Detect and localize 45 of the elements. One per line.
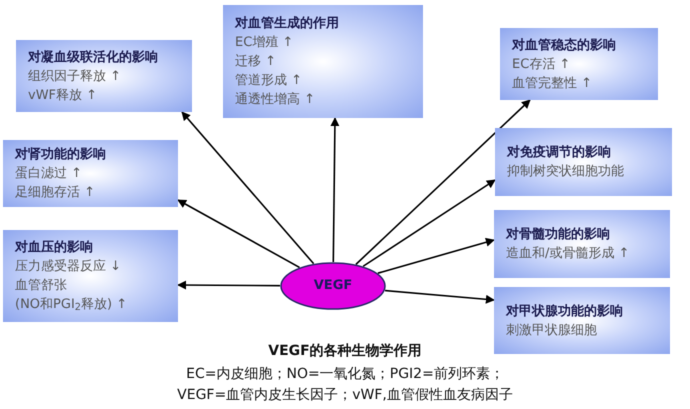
effect-line: EC增殖 ↑ (235, 34, 294, 52)
effect-line: 造血和/或骨髓形成 ↑ (506, 245, 630, 263)
box-heading: 对免疫调节的影响 (507, 144, 612, 162)
effect-line: 足细胞存活 ↑ (15, 184, 96, 202)
effect-box (16, 40, 192, 112)
effect-line: EC存活 ↑ (512, 56, 572, 74)
arrow (330, 117, 340, 262)
effect-line: 管道形成 ↑ (235, 72, 304, 90)
effect-box (494, 287, 670, 354)
effect-line: vWF释放 ↑ (28, 86, 98, 104)
effect-box (223, 5, 423, 118)
box-heading: 对凝血级联活化的影响 (28, 48, 159, 66)
arrow (181, 111, 314, 264)
effect-line: 迁移 ↑ (235, 53, 278, 71)
box-heading: 对血管生成的作用 (235, 15, 340, 33)
footnote: EC=内皮细胞；NO=一氧化氮；PGI2=前列环素； (186, 365, 504, 384)
box-heading: 对血管稳态的影响 (512, 36, 617, 54)
effect-line: (NO和PGI$_{2}$释放) ↑ (15, 296, 128, 314)
effect-box (495, 128, 672, 196)
arrow (384, 290, 495, 304)
effect-line: 血管舒张 (15, 277, 68, 295)
effect-line: 压力感受器反应 ↓ (15, 258, 122, 276)
effect-box (3, 140, 178, 207)
effect-box (494, 210, 670, 278)
effect-line: 血管完整性 ↑ (512, 74, 594, 92)
effect-line: 刺激甲状腺细胞 (506, 322, 598, 340)
effect-line: 抑制树突状细胞功能 (507, 163, 625, 181)
box-heading: 对血压的影响 (15, 239, 94, 257)
effect-line: 蛋白滤过 ↑ (15, 165, 84, 183)
arrow (355, 99, 531, 265)
box-heading: 对甲状腺功能的影响 (506, 302, 624, 320)
effect-line: 组织因子释放 ↑ (28, 68, 122, 86)
node-label: VEGF (314, 277, 352, 296)
effect-line: 通透性增高 ↑ (235, 91, 316, 109)
arrow (362, 179, 496, 267)
arrow (177, 280, 280, 290)
arrow (177, 199, 300, 268)
box-heading: 对肾功能的影响 (15, 146, 107, 164)
effect-box (3, 230, 178, 322)
arrow (378, 238, 495, 274)
box-heading: 对骨髓功能的影响 (506, 226, 611, 244)
effect-box (500, 28, 658, 100)
ellipse-node (280, 262, 386, 310)
caption: VEGF的各种生物学作用 (267, 342, 423, 361)
footnote: VEGF=血管内皮生长因子；vWF,血管假性血友病因子 (177, 386, 513, 405)
